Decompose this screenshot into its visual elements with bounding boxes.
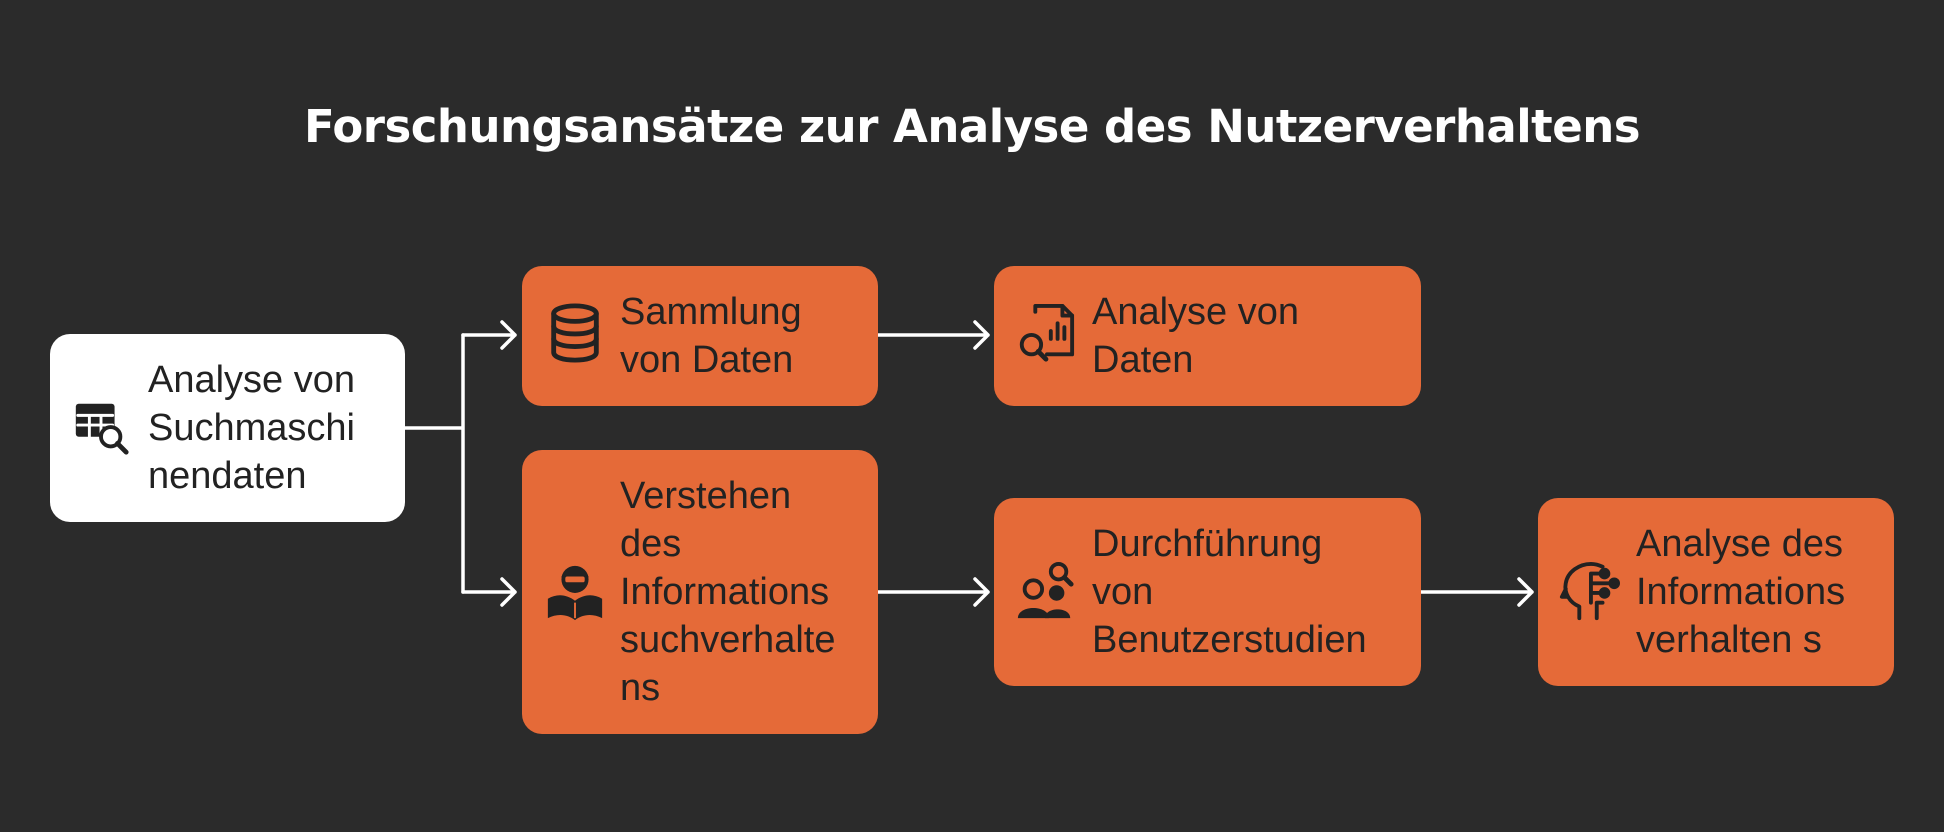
node-analyse-von-daten: Analyse von Daten — [994, 266, 1421, 406]
document-chart-search-icon — [1014, 302, 1076, 364]
node-verstehen-des-informationssuchverhaltens: Verstehen des Informations suchverhalte … — [522, 450, 878, 734]
database-icon — [544, 302, 606, 364]
node-label: Verstehen des Informations suchverhalte … — [620, 475, 836, 709]
edge-sammlung-to-analyse-daten — [876, 320, 990, 350]
people-search-icon — [1014, 560, 1076, 622]
node-label: Analyse des Informations verhalten s — [1636, 523, 1846, 661]
node-sammlung-von-daten: Sammlung von Daten — [522, 266, 878, 406]
edge-root-branch — [403, 333, 465, 594]
edge-durchfuehrung-to-analyse-info — [1419, 577, 1534, 607]
table-search-icon — [70, 396, 132, 458]
node-label: Sammlung von Daten — [620, 291, 802, 381]
node-durchfuehrung-von-benutzerstudien: Durchführung von Benutzerstudien — [994, 498, 1421, 686]
edge-verstehen-to-durchfuehrung — [876, 577, 990, 607]
node-label: Durchführung von Benutzerstudien — [1092, 523, 1367, 661]
node-analyse-suchmaschinendaten: Analyse von Suchmaschi nendaten — [50, 334, 405, 522]
person-reading-icon — [544, 560, 606, 622]
edge-root-to-verstehen — [461, 577, 517, 607]
node-label: Analyse von Daten — [1092, 291, 1300, 381]
edge-root-to-sammlung — [461, 320, 517, 350]
node-label: Analyse von Suchmaschi nendaten — [148, 359, 356, 497]
diagram-title: Forschungsansätze zur Analyse des Nutzer… — [303, 100, 1641, 153]
node-analyse-des-informationsverhaltens: Analyse des Informations verhalten s — [1538, 498, 1894, 686]
head-circuit-icon — [1558, 560, 1620, 622]
